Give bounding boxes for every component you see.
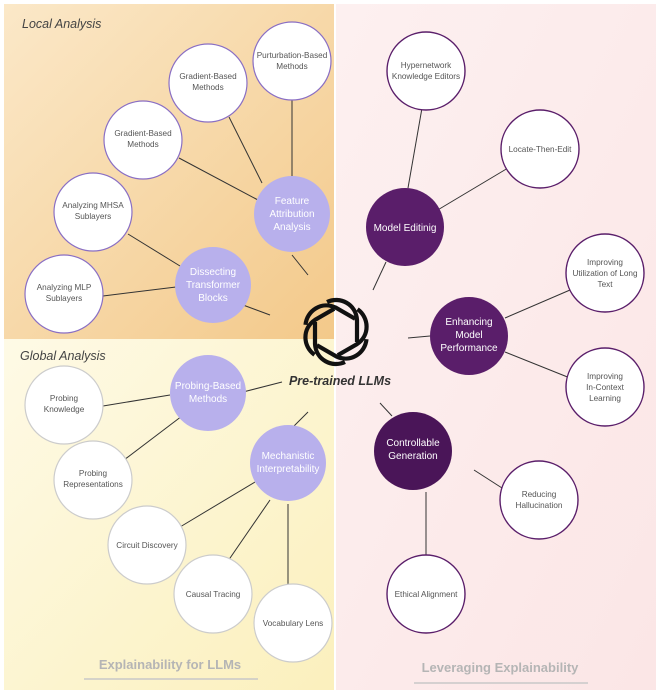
svg-text:Vocabulary Lens: Vocabulary Lens	[263, 619, 324, 628]
svg-text:Ethical Alignment: Ethical Alignment	[395, 590, 459, 599]
leaf-node-locate-then-edit: Locate-Then-Edit	[500, 109, 580, 189]
global-analysis-label: Global Analysis	[20, 349, 106, 363]
footer-right-label: Leveraging Explainability	[422, 660, 580, 675]
footer-left-label: Explainability for LLMs	[99, 657, 241, 672]
svg-text:Causal Tracing: Causal Tracing	[186, 590, 241, 599]
center-label: Pre-trained LLMs	[289, 374, 391, 388]
leaf-node-circuit-discovery: Circuit Discovery	[107, 505, 187, 585]
svg-text:Locate-Then-Edit: Locate-Then-Edit	[509, 145, 573, 154]
connectors	[102, 72, 571, 588]
leaf-node-ethical-alignment: Ethical Alignment	[386, 554, 466, 634]
mid-node-model-editing: Model Editinig	[366, 188, 444, 266]
openai-logo-icon	[303, 297, 369, 367]
leaf-node-causal-tracing: Causal Tracing	[173, 554, 253, 634]
svg-text:Circuit Discovery: Circuit Discovery	[116, 541, 178, 550]
leaf-node-vocabulary-lens: Vocabulary Lens	[253, 583, 333, 663]
local-analysis-label: Local Analysis	[22, 17, 101, 31]
svg-text:Model Editinig: Model Editinig	[374, 223, 437, 234]
